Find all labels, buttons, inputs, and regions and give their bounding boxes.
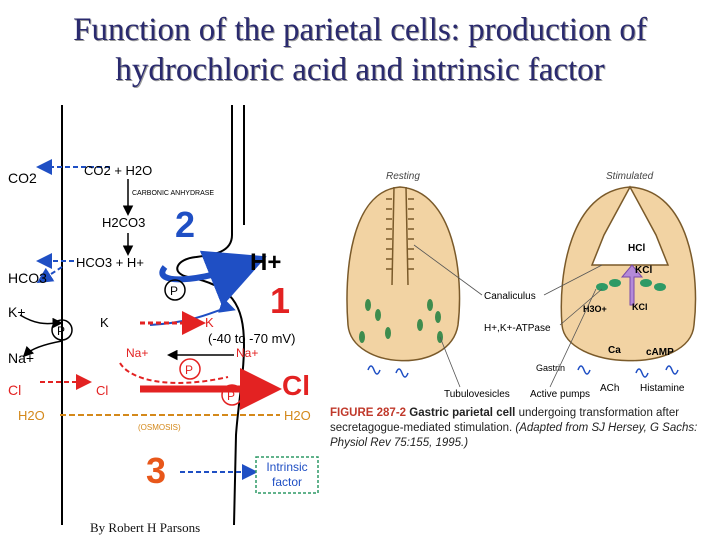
k-inside: K bbox=[100, 315, 109, 330]
figure-number: FIGURE 287-2 bbox=[330, 407, 407, 419]
na-outside: Na+ bbox=[8, 350, 34, 366]
active-pumps-label: Active pumps bbox=[530, 389, 590, 400]
hk-atpase-label: H+,K+-ATPase bbox=[484, 323, 551, 334]
osmosis: (OSMOSIS) bbox=[138, 423, 181, 432]
gastrin-label: Gastrin bbox=[536, 363, 565, 373]
kcl-label-2: KCl bbox=[632, 302, 648, 312]
k-outside: K+ bbox=[8, 304, 26, 320]
na-lumen: Na+ bbox=[236, 346, 258, 360]
pump-label-2: P bbox=[57, 324, 65, 338]
hcl-label: HCl bbox=[628, 243, 645, 254]
pumps-leader bbox=[549, 288, 597, 388]
number-3: 3 bbox=[146, 450, 166, 491]
tubulovesicles-label: Tubulovesicles bbox=[444, 389, 510, 400]
h3o-label: H3O+ bbox=[583, 304, 607, 314]
pump-label-3: P bbox=[185, 363, 193, 377]
resting-label: Resting bbox=[386, 171, 420, 182]
title-line-1: Function of the parietal cells: producti… bbox=[73, 12, 647, 48]
camp-label: cAMP bbox=[646, 347, 674, 358]
h2o-lumen: H2O bbox=[284, 408, 311, 423]
caption-source: (Adapted from SJ Hersey, G Sachs: Physio… bbox=[330, 422, 698, 449]
intrinsic-factor: Intrinsic factor bbox=[266, 460, 308, 489]
kcl-label-1: KCl bbox=[635, 265, 652, 276]
stimulated-canaliculus bbox=[590, 185, 670, 266]
na-exit-path bbox=[22, 340, 63, 358]
co2-outside: CO2 bbox=[8, 170, 37, 186]
receptor-squiggles bbox=[367, 365, 679, 378]
voltage: (-40 to -70 mV) bbox=[208, 331, 295, 346]
pump-na bbox=[179, 358, 201, 380]
carbonic-anhydrase: CARBONIC ANHYDRASE bbox=[132, 190, 214, 197]
na-inside: Na+ bbox=[126, 346, 148, 360]
pump-label: P bbox=[170, 284, 178, 298]
histamine-label: Histamine bbox=[640, 383, 685, 394]
co2-h2o: CO2 + H2O bbox=[84, 163, 152, 178]
active-pumps-stimulated bbox=[596, 279, 666, 291]
number-1: 1 bbox=[270, 280, 290, 321]
figure-caption: FIGURE 287-2 Gastric parietal cell under… bbox=[330, 406, 710, 451]
ion-transport-diagram: CO2 CO2 + H2O CARBONIC ANHYDRASE H2CO3 2… bbox=[8, 105, 319, 525]
h-proton-path bbox=[159, 250, 267, 307]
cl-lumen: Cl bbox=[282, 370, 310, 401]
ach-label: ACh bbox=[600, 383, 619, 394]
pump-na-k bbox=[51, 319, 73, 341]
hco3-h: HCO3 + H+ bbox=[76, 255, 144, 270]
resting-canaliculus bbox=[386, 186, 414, 286]
k-entry-path bbox=[19, 314, 63, 329]
intrinsic-box bbox=[255, 456, 319, 494]
atpase-leader bbox=[559, 288, 603, 326]
na-red-dashed bbox=[119, 362, 229, 384]
author-credit: By Robert H Parsons bbox=[90, 520, 201, 535]
h-lumen: H+ bbox=[250, 249, 281, 276]
number-2: 2 bbox=[175, 204, 195, 245]
stimulated-label: Stimulated bbox=[606, 171, 654, 182]
slide-title: Function of the parietal cells: producti… bbox=[0, 10, 720, 90]
parietal-cell-illustration: Resting Stimulated HCl KCl KCl H3O+ Ca c… bbox=[346, 171, 697, 400]
resting-cell bbox=[346, 186, 461, 362]
pump-label-4: P bbox=[227, 389, 235, 403]
cl-inside: Cl bbox=[96, 383, 108, 398]
tubulo-leader bbox=[439, 336, 461, 388]
pump-cl bbox=[221, 384, 243, 406]
kcl-arrow bbox=[620, 264, 644, 306]
canaliculus-leader-2 bbox=[543, 264, 603, 296]
caption-text: undergoing transformation after secretag… bbox=[330, 407, 680, 434]
h2o-outside: H2O bbox=[18, 408, 45, 423]
ca-label: Ca bbox=[608, 345, 621, 356]
cl-outside: Cl bbox=[8, 382, 21, 398]
hco3-exit-arrow bbox=[36, 266, 63, 284]
k-lumen: K bbox=[205, 315, 214, 330]
canaliculus-leader bbox=[413, 244, 483, 296]
h2co3: H2CO3 bbox=[102, 215, 145, 230]
canaliculus-label: Canaliculus bbox=[484, 291, 536, 302]
caption-bold: Gastric parietal cell bbox=[409, 407, 516, 419]
pump-potassium bbox=[164, 279, 186, 301]
hco3-outside: HCO3 bbox=[8, 270, 47, 286]
title-line-2: hydrochloric acid and intrinsic factor bbox=[115, 52, 605, 88]
